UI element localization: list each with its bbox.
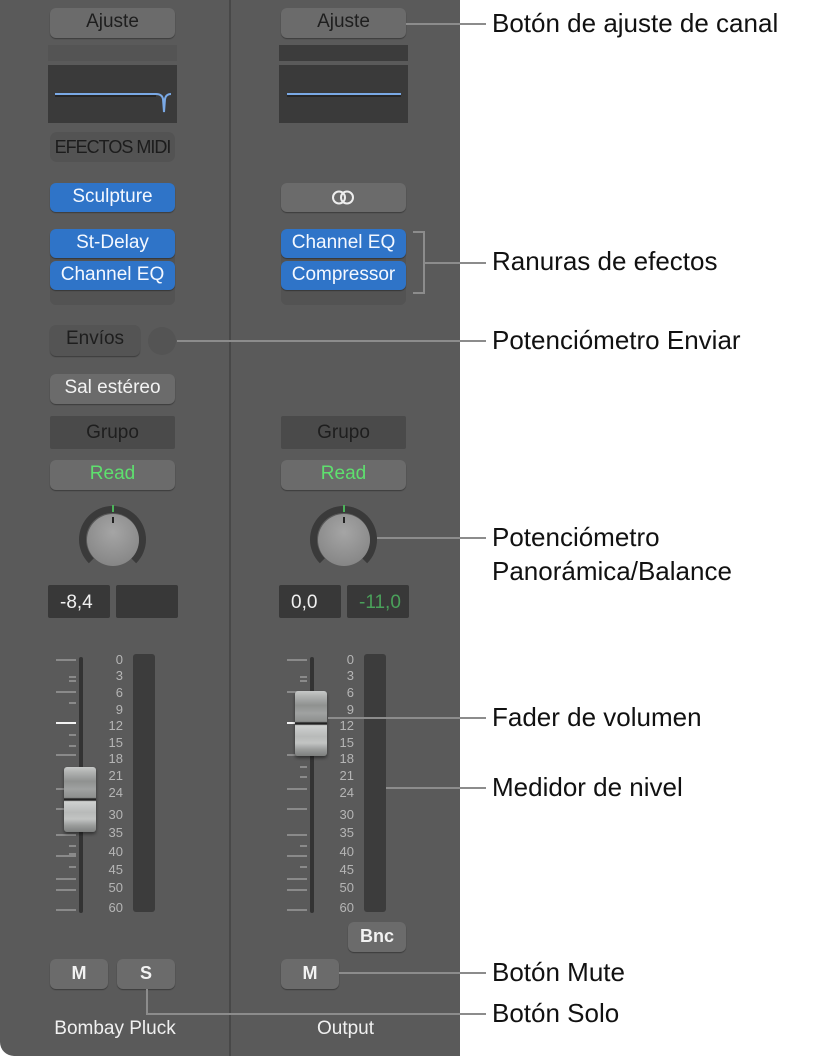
midi-effects-slot[interactable]: EFECTOS MIDI [50, 132, 175, 162]
channel-strip-bombay-pluck: Ajuste EFECTOS MIDI Sculpture St-Delay C… [0, 0, 229, 1056]
solo-button[interactable]: S [117, 959, 175, 989]
pan-center-mark [112, 505, 114, 512]
volume-value-display[interactable]: -8,4 [48, 585, 110, 618]
callout-setting-button: Botón de ajuste de canal [492, 8, 779, 38]
setting-button[interactable]: Ajuste [281, 8, 406, 38]
pan-indicator-icon [112, 517, 114, 523]
eq-thumbnail[interactable] [48, 65, 177, 123]
group-slot[interactable]: Grupo [281, 416, 406, 449]
callout-line-solo [146, 1013, 486, 1015]
link-rings-icon [332, 190, 354, 205]
callout-vline-solo [146, 989, 148, 1014]
channel-strip-output: Ajuste Channel EQ Compressor Grupo Read … [231, 0, 460, 1056]
callout-line-meter [386, 787, 486, 789]
callout-solo-button: Botón Solo [492, 998, 620, 1028]
volume-fader-handle[interactable] [295, 691, 327, 756]
sends-slot[interactable]: Envíos [50, 325, 140, 356]
group-slot[interactable]: Grupo [50, 416, 175, 449]
volume-fader-track[interactable] [310, 657, 314, 913]
eq-curve-icon [287, 93, 401, 97]
balance-knob[interactable] [318, 514, 370, 566]
stereo-link-button[interactable] [281, 183, 406, 212]
automation-mode-button[interactable]: Read [281, 460, 406, 490]
channel-divider [229, 0, 231, 1056]
callout-line-mute [339, 972, 486, 974]
callout-pan-knob-line1: Potenciómetro [492, 522, 660, 552]
mute-button[interactable]: M [281, 959, 339, 989]
bracket-top [413, 231, 425, 233]
balance-indicator-icon [343, 517, 345, 523]
callout-level-meter: Medidor de nivel [492, 772, 683, 802]
effect-slot-st-delay[interactable]: St-Delay [50, 229, 175, 258]
callout-line-fader [328, 717, 486, 719]
peak-value-display[interactable]: -11,0 [347, 585, 409, 618]
volume-fader-handle[interactable] [64, 767, 96, 832]
callout-effect-slots: Ranuras de efectos [492, 246, 718, 276]
eq-thumbnail[interactable] [279, 65, 408, 123]
mute-button[interactable]: M [50, 959, 108, 989]
setting-button[interactable]: Ajuste [50, 8, 175, 38]
channel-name[interactable]: Output [316, 1018, 375, 1039]
instrument-slot-sculpture[interactable]: Sculpture [50, 183, 175, 212]
peak-value-display[interactable] [116, 585, 178, 618]
channel-name[interactable]: Bombay Pluck [54, 1018, 176, 1039]
callout-line-effects [425, 262, 486, 264]
gain-reduction-meter [279, 45, 408, 61]
balance-center-mark [343, 505, 345, 512]
automation-mode-button[interactable]: Read [50, 460, 175, 490]
callout-pan-knob-line2: Panorámica/Balance [492, 556, 732, 586]
callout-line-setting [406, 23, 486, 25]
effect-slot-channel-eq[interactable]: Channel EQ [281, 229, 406, 258]
callout-line-send [177, 340, 486, 342]
effect-slot-compressor[interactable]: Compressor [281, 261, 406, 290]
level-meter [364, 654, 386, 912]
callout-mute-button: Botón Mute [492, 957, 625, 987]
mixer-panel: Ajuste EFECTOS MIDI Sculpture St-Delay C… [0, 0, 460, 1056]
bounce-button[interactable]: Bnc [348, 922, 406, 952]
callout-volume-fader: Fader de volumen [492, 702, 702, 732]
bracket-vertical [423, 231, 425, 294]
gain-reduction-meter [48, 45, 177, 61]
eq-curve-icon [55, 93, 172, 113]
bracket-bottom [413, 292, 425, 294]
callout-send-knob: Potenciómetro Enviar [492, 325, 741, 355]
callout-line-pan [377, 537, 486, 539]
send-knob[interactable] [148, 327, 176, 355]
output-slot[interactable]: Sal estéreo [50, 374, 175, 404]
volume-value-display[interactable]: 0,0 [279, 585, 341, 618]
pan-knob[interactable] [87, 514, 139, 566]
effect-slot-channel-eq[interactable]: Channel EQ [50, 261, 175, 290]
level-meter [133, 654, 155, 912]
